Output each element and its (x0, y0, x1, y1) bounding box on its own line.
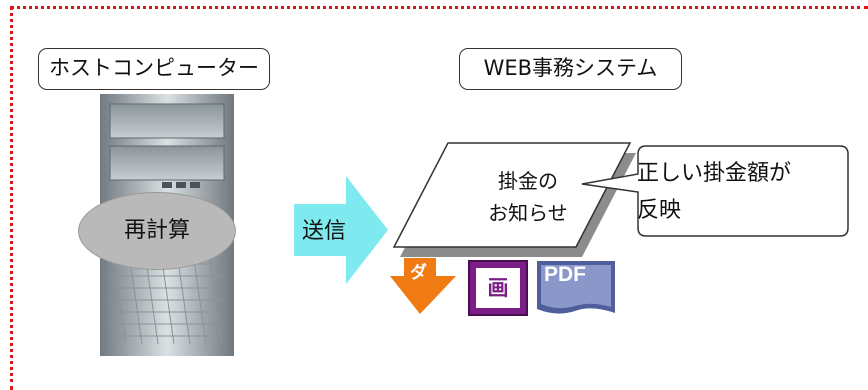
notice-title: 掛金の お知らせ (463, 165, 593, 229)
web-system-label: WEB事務システム (459, 48, 682, 90)
callout-text: 正しい掛金額が 反映 (637, 155, 837, 229)
screen-view-icon: 画 (468, 260, 528, 316)
callout-line-2: 反映 (637, 198, 682, 223)
download-arrow-icon (390, 258, 456, 314)
download-glyph: ダ (410, 263, 427, 283)
notice-line-2: お知らせ (488, 201, 568, 225)
notice-document (392, 142, 636, 257)
host-computer-label: ホストコンピューター (38, 48, 270, 90)
callout-bubble (581, 145, 849, 237)
notice-line-1: 掛金の (498, 169, 558, 193)
send-label: 送信 (302, 219, 347, 244)
pdf-document-icon (537, 261, 615, 314)
screen-glyph: 画 (476, 268, 520, 308)
recalculation-node: 再計算 (78, 192, 236, 270)
callout-line-1: 正しい掛金額が (637, 161, 792, 186)
dotted-frame (10, 6, 868, 390)
send-arrow (294, 176, 388, 284)
pdf-label: PDF (544, 263, 586, 286)
